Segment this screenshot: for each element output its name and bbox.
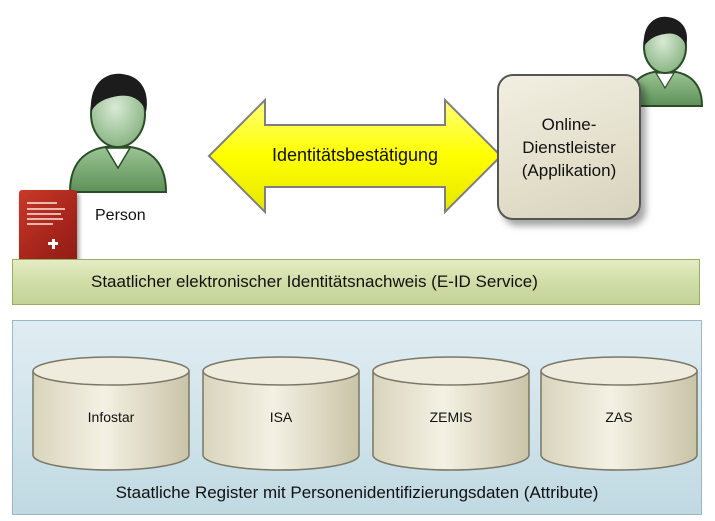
register-label: ZEMIS <box>429 409 473 425</box>
database-cylinder-icon <box>540 356 698 471</box>
registers-caption: Staatliche Register mit Personenidentifi… <box>115 483 599 502</box>
provider-line-2: Dienstleister <box>522 137 616 157</box>
eid-service-bar: Staatlicher elektronischer Identitätsnac… <box>12 259 700 305</box>
register-zas: ZAS <box>539 355 699 473</box>
database-cylinder-icon <box>202 356 360 471</box>
registers-panel: Infostar ISA ZEMIS ZAS Staatliche Regist… <box>12 320 702 515</box>
database-cylinder-icon <box>32 356 190 471</box>
register-isa: ISA <box>201 355 361 473</box>
identity-confirmation-label: Identitätsbestätigung <box>271 145 439 165</box>
register-label: Infostar <box>87 409 135 425</box>
register-infostar: Infostar <box>31 355 191 473</box>
provider-user-icon <box>622 8 708 108</box>
register-label: ZAS <box>605 409 633 425</box>
database-cylinder-icon <box>372 356 530 471</box>
provider-line-3: (Applikation) <box>521 160 617 180</box>
person-user-icon <box>62 62 174 194</box>
provider-line-1: Online- <box>541 114 597 134</box>
eid-service-label: Staatlicher elektronischer Identitätsnac… <box>91 272 538 291</box>
online-service-provider-box: Online- Dienstleister (Applikation) <box>497 74 641 220</box>
register-label: ISA <box>269 409 293 425</box>
person-label: Person <box>95 207 146 224</box>
register-zemis: ZEMIS <box>371 355 531 473</box>
